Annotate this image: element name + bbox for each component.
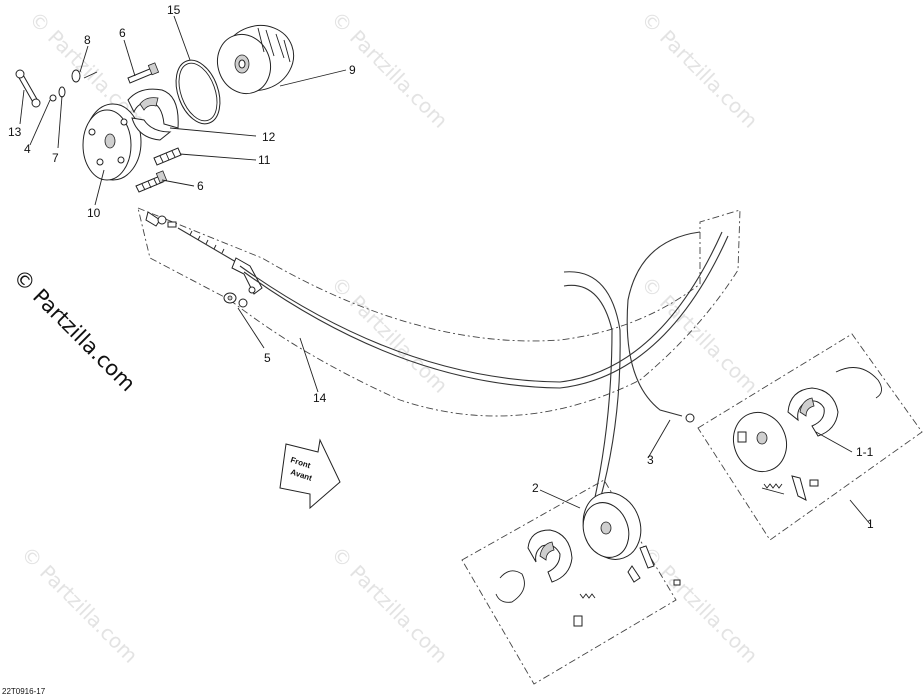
callout-10: 10 <box>87 206 101 220</box>
bottom-brake-assembly <box>461 479 681 685</box>
callout-13: 13 <box>8 125 22 139</box>
cable-part-14 <box>239 231 723 383</box>
callout-11: 11 <box>258 153 271 167</box>
drawing-code: 22T0916-17 <box>2 687 46 696</box>
watermark: © Partzilla.com <box>636 7 762 133</box>
brake-shoes-part-12 <box>127 88 179 141</box>
cable-part-3 <box>563 271 621 501</box>
bolt-part-6-top <box>127 62 160 84</box>
callout-12: 12 <box>262 130 276 144</box>
watermark: © Partzilla.com <box>326 542 452 668</box>
callout-1-1: 1-1 <box>856 445 874 459</box>
watermark: © Partzilla.com <box>636 542 762 668</box>
callout-9: 9 <box>349 63 356 77</box>
leader-lines-top <box>19 15 347 206</box>
right-brake-assembly <box>697 333 923 541</box>
lever-part-13 <box>15 69 41 108</box>
watermark: © Partzilla.com <box>636 272 762 398</box>
callout-7: 7 <box>52 151 59 165</box>
callout-5: 5 <box>264 351 271 365</box>
bolt-part-6-bottom <box>135 170 168 193</box>
watermark: © Partzilla.com <box>326 272 452 398</box>
watermark: © Partzilla.com <box>326 7 452 133</box>
callout-3: 3 <box>647 453 654 467</box>
threaded-rod <box>177 227 237 263</box>
brake-drum-part-9 <box>217 25 295 95</box>
ring-part-7 <box>58 86 66 98</box>
cable-assembly <box>137 207 741 503</box>
front-arrow: Front Avant <box>279 438 341 510</box>
nut-part-5 <box>223 292 248 308</box>
callout-6-bottom: 6 <box>197 179 204 193</box>
drum-brake-assembly <box>15 25 295 193</box>
backing-plate-part-10 <box>82 103 142 181</box>
cable-bracket <box>231 257 263 295</box>
watermark-main: © Partzilla.com <box>8 265 140 397</box>
watermark: © Partzilla.com <box>16 542 142 668</box>
nut-part-4 <box>49 94 57 102</box>
callout-14: 14 <box>313 391 327 405</box>
wing-nut <box>145 211 177 228</box>
callout-1: 1 <box>867 517 874 531</box>
callout-15: 15 <box>167 3 181 17</box>
stud-part-11 <box>153 147 182 166</box>
callout-4: 4 <box>24 142 31 156</box>
callout-labels: 1 1-1 2 3 4 5 6 6 7 8 9 10 11 12 13 14 1… <box>8 3 874 531</box>
washer-part-8 <box>71 69 81 83</box>
callout-6-top: 6 <box>119 26 126 40</box>
watermark-layer: © Partzilla.com © Partzilla.com © Partzi… <box>16 7 762 668</box>
callout-2: 2 <box>532 481 539 495</box>
callout-8: 8 <box>84 33 91 47</box>
